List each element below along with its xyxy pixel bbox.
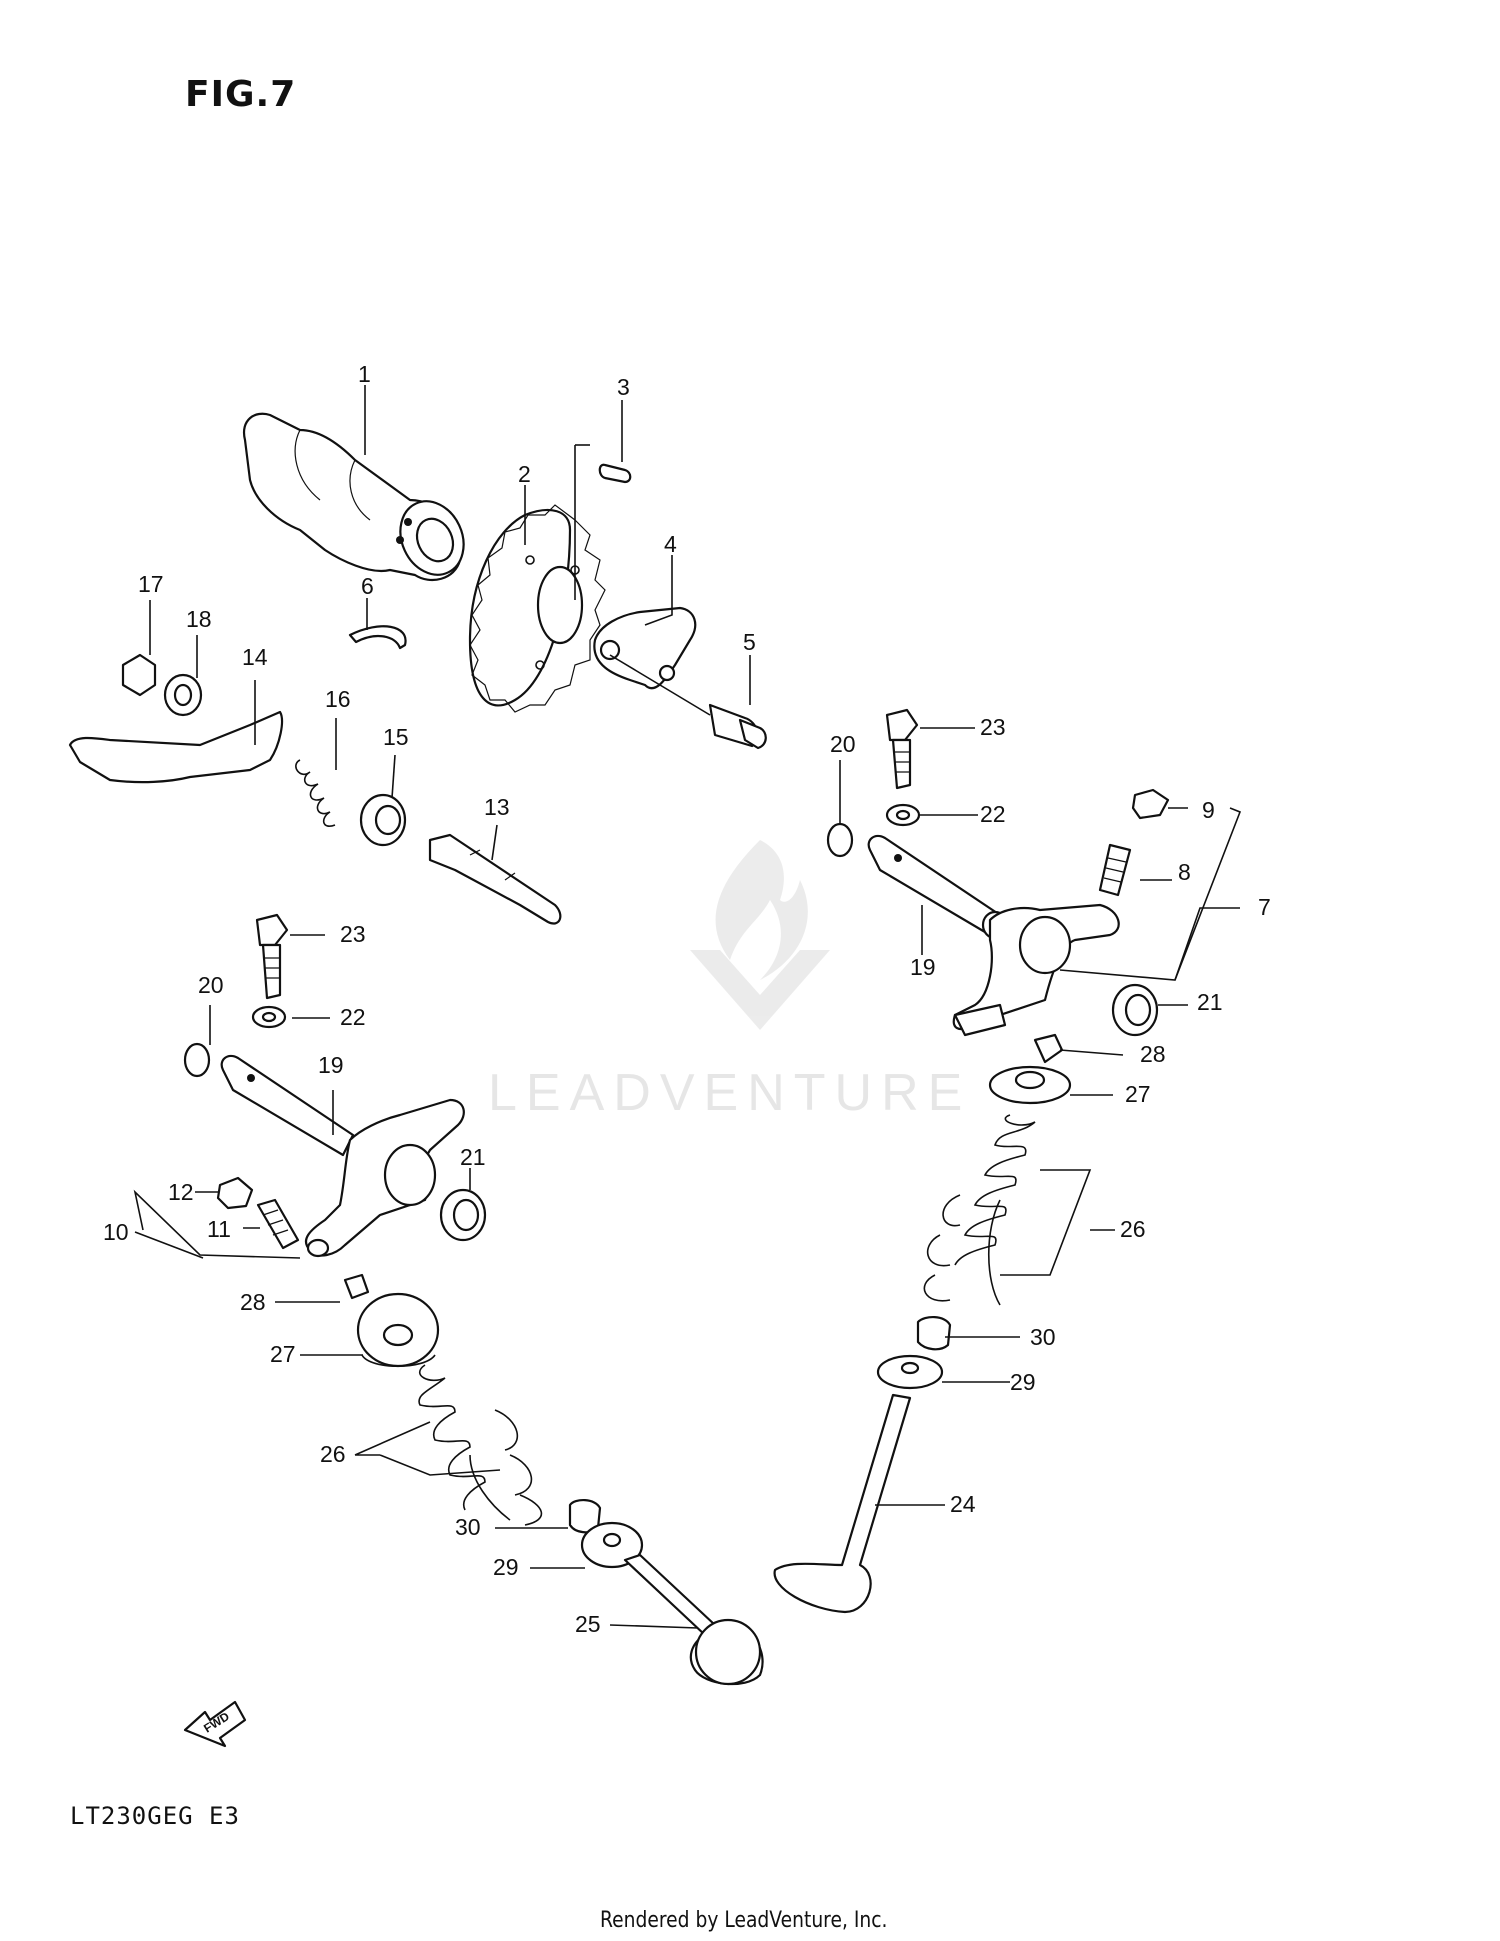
washer-18 [163,673,203,717]
callout-28-right: 28 [1140,1041,1166,1067]
callout-22-left: 22 [340,1004,366,1030]
callout-18: 18 [186,606,212,632]
camshaft [242,412,465,582]
spring-seat-29-left [580,1521,644,1569]
callout-24: 24 [950,1491,976,1517]
valve-24 [773,1393,912,1614]
rocker-shaft-19-left [220,1054,355,1157]
callout-1: 1 [358,361,371,387]
bolt-5 [609,654,767,750]
callout-21-right: 21 [1197,989,1223,1015]
callout-3: 3 [617,374,630,400]
callout-27-right: 27 [1125,1081,1151,1107]
retainer-27-right [988,1065,1072,1105]
spring-16 [295,759,336,827]
decomp-lever [68,710,284,784]
callout-20-left: 20 [198,972,224,998]
callout-9: 9 [1202,797,1215,823]
callout-26-left: 26 [320,1441,346,1467]
callout-29-left: 29 [493,1554,519,1580]
valve-seal-30-right [916,1316,952,1351]
callout-14: 14 [242,644,268,670]
o-ring-20-left [183,1042,211,1078]
retainer-27-left [356,1292,440,1368]
callout-2: 2 [518,461,531,487]
callout-7: 7 [1258,894,1271,920]
callout-27-left: 27 [270,1341,296,1367]
rocker-arm-10 [304,1098,465,1258]
callout-4: 4 [664,531,677,557]
circlip [348,625,407,650]
callout-25: 25 [575,1611,601,1637]
callout-13: 13 [484,794,510,820]
cam-plate [593,606,697,690]
callout-28-left: 28 [240,1289,266,1315]
o-ring-20-right [826,822,854,858]
callout-21-left: 21 [460,1144,486,1170]
nut-12 [216,1176,254,1210]
callout-26-right: 26 [1120,1216,1146,1242]
fwd-arrow: FWD [183,1700,247,1748]
callout-30-left: 30 [455,1514,481,1540]
bolt-23-left [255,913,289,1000]
dowel-pin [574,444,632,600]
rocker-arm-7 [952,903,1120,1037]
oil-seal-15 [359,793,407,847]
callout-20-right: 20 [830,731,856,757]
nut-9 [1131,788,1170,820]
decomp-shaft [428,833,562,925]
callout-15: 15 [383,724,409,750]
cotter-28-right [1033,1033,1064,1064]
callout-12: 12 [168,1179,194,1205]
callout-23-left: 23 [340,921,366,947]
callout-19-left: 19 [318,1052,344,1078]
callout-17: 17 [138,571,164,597]
tappet-screw-8 [1098,843,1132,897]
valve-spring-26-right [923,1114,1036,1306]
cotter-28-left [343,1273,370,1300]
callout-6: 6 [361,573,374,599]
watermark-logo [690,840,830,1030]
valve-spring-26-left [418,1364,543,1526]
valve-25 [623,1553,764,1686]
callout-16: 16 [325,686,351,712]
callout-labels: 1 2 3 4 5 6 7 8 9 10 11 12 13 14 15 16 1… [103,361,1271,1637]
cam-sprocket [468,504,606,713]
spring-seat-29-right [876,1354,944,1390]
washer-22-right [885,803,921,827]
nut-17 [121,653,157,697]
callout-30-right: 30 [1030,1324,1056,1350]
callout-5: 5 [743,629,756,655]
callout-10: 10 [103,1219,129,1245]
figure-title: FIG.7 [185,74,297,115]
callout-19-right: 19 [910,954,936,980]
callout-23-right: 23 [980,714,1006,740]
washer-22-left [251,1005,287,1029]
watermark-text: LEADVENTURE [488,1064,972,1122]
rocker-shaft-19-right [867,834,1009,940]
callout-11: 11 [207,1216,231,1242]
callout-8: 8 [1178,859,1191,885]
washer-21-right [1111,983,1159,1037]
model-code: LT230GEG E3 [70,1802,240,1830]
footer-credit: Rendered by LeadVenture, Inc. [600,1908,888,1933]
washer-21-left [439,1188,487,1242]
tappet-screw-11 [256,1198,300,1250]
bolt-23-right [885,708,919,790]
callout-29-right: 29 [1010,1369,1036,1395]
leader-lines [133,385,1242,1629]
callout-22-right: 22 [980,801,1006,827]
